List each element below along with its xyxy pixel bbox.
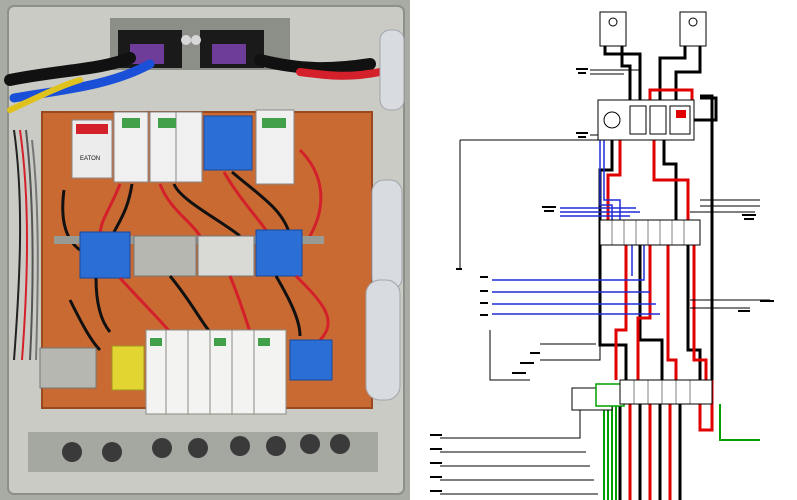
eaton-label: EATON bbox=[80, 156, 100, 162]
annotation-marks bbox=[430, 68, 774, 492]
top-input-boxes bbox=[599, 11, 707, 47]
wiring-schematic bbox=[430, 0, 797, 500]
electrical-panel-photo: EATON bbox=[0, 0, 410, 500]
bottom-breaker-bank bbox=[39, 329, 333, 415]
middle-terminal-rail bbox=[54, 229, 324, 279]
red-wires bbox=[606, 88, 714, 500]
schematic-drawing bbox=[430, 11, 774, 500]
top-breaker-row: EATON bbox=[71, 109, 295, 185]
internal-wiring-bottom bbox=[68, 274, 330, 352]
blue-wires bbox=[492, 140, 660, 315]
left-cable-harness bbox=[13, 129, 39, 361]
incoming-cables bbox=[4, 52, 384, 113]
internal-wiring-top bbox=[61, 148, 323, 252]
bottom-breaker-bank-schematic bbox=[571, 379, 713, 411]
green-wires bbox=[580, 391, 760, 500]
signal-lines bbox=[440, 69, 770, 495]
panel-photo-illustration: EATON bbox=[0, 0, 410, 500]
middle-terminal-block bbox=[599, 219, 701, 246]
cable-glands bbox=[28, 432, 378, 472]
top-breaker-block bbox=[597, 99, 695, 141]
right-conduits bbox=[365, 29, 405, 401]
